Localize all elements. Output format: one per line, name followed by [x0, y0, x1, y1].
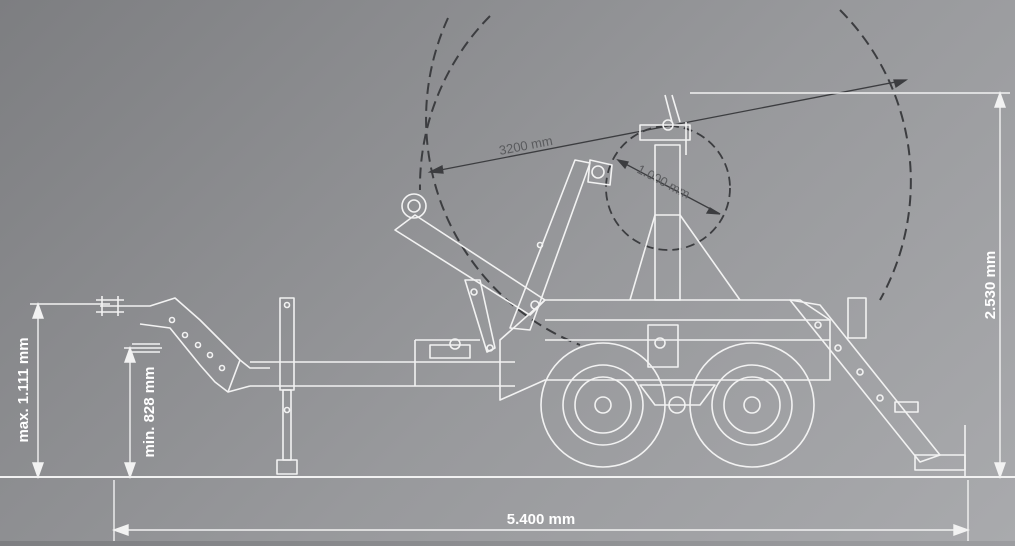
chassis-beam — [250, 339, 515, 387]
support-leg — [276, 297, 298, 475]
center-mast — [629, 94, 741, 301]
reel-diameter-small-label: 1.000 mm — [635, 161, 693, 201]
coupling-max-label: max. 1.111 mm — [15, 337, 32, 442]
reel-diameter-large-label: 3200 mm — [498, 133, 554, 158]
height-dimension-label: 2.530 mm — [982, 251, 999, 319]
height-dimension — [690, 90, 1010, 480]
axle-bogie — [639, 384, 716, 414]
wheel-rear — [689, 342, 815, 468]
coupling-min-label: min. 828 mm — [141, 367, 158, 458]
trailer-machine — [96, 94, 966, 476]
reel-circle-small — [605, 125, 731, 251]
wheel-front — [540, 342, 666, 468]
reel-circle-large — [418, 9, 912, 346]
rear-ramp — [789, 297, 966, 476]
coupling-min-dimension — [124, 345, 162, 480]
length-dimension — [111, 480, 971, 541]
drawbar — [96, 296, 270, 393]
loading-arm-right — [509, 159, 613, 331]
length-dimension-label: 5.400 mm — [507, 511, 575, 528]
loading-arm-left — [394, 193, 546, 353]
coupling-max-dimension — [30, 301, 110, 480]
reel-dimension-lines — [427, 79, 909, 215]
